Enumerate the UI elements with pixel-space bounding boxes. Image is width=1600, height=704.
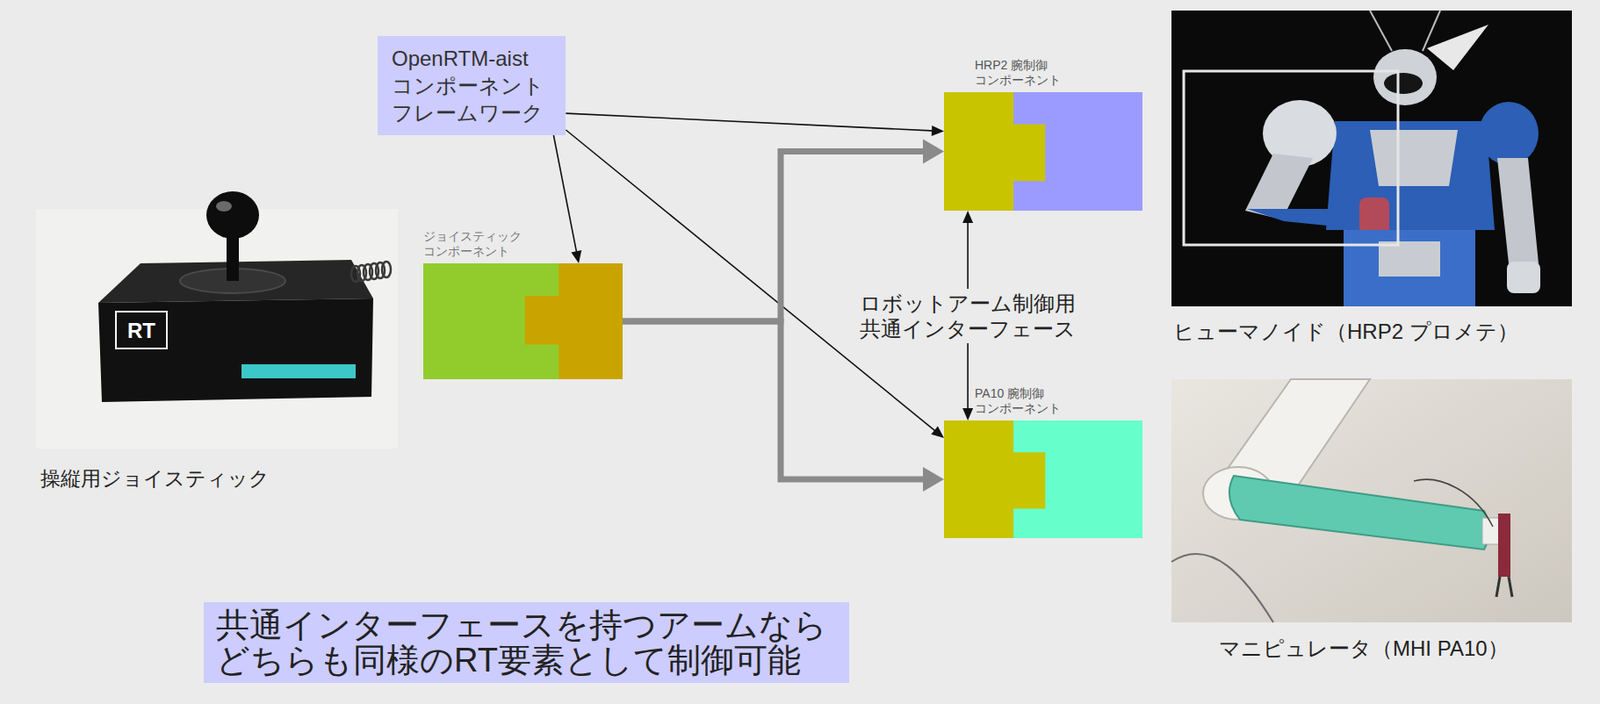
component-body bbox=[944, 420, 1143, 539]
callout-box: 共通インターフェースを持つアームなら どちらも同様のRT要素として制御可能 bbox=[203, 602, 850, 684]
robot-forearm bbox=[1246, 209, 1370, 231]
cable bbox=[1413, 479, 1493, 527]
arrowhead bbox=[570, 250, 582, 264]
rt-logo-frame bbox=[115, 311, 167, 349]
head-fin bbox=[1427, 24, 1489, 71]
robot-visor bbox=[1383, 72, 1423, 94]
gripper-finger bbox=[1508, 576, 1513, 598]
photo-ground bbox=[36, 209, 398, 449]
robot-chest bbox=[1369, 129, 1458, 187]
component-shape bbox=[944, 420, 1143, 539]
gripper bbox=[1498, 513, 1511, 577]
photo-ground bbox=[1171, 10, 1572, 307]
robot-belt bbox=[1378, 241, 1441, 277]
arrowhead bbox=[931, 125, 945, 137]
component-body bbox=[944, 92, 1143, 211]
node-text: 共通インターフェースを持つアームなら どちらも同様のRT要素として制御可能 bbox=[216, 607, 837, 678]
node-text: OpenRTM-aist コンポーネント フレームワーク bbox=[391, 44, 552, 127]
photo-ground bbox=[1171, 379, 1572, 623]
component-heading: ジョイスティック コンポーネント bbox=[423, 229, 527, 260]
joystick-front bbox=[98, 298, 374, 403]
photo-caption: ヒューマノイド（HRP2 プロメテ） bbox=[1173, 318, 1519, 345]
component-heading: PA10 腕制御 コンポーネント bbox=[974, 386, 1067, 417]
component-body bbox=[423, 263, 623, 380]
robot-hand bbox=[1506, 261, 1541, 294]
connector-line bbox=[553, 135, 577, 255]
component-port bbox=[944, 420, 1046, 539]
component-port bbox=[944, 92, 1046, 211]
arm-teal-link bbox=[1229, 475, 1490, 550]
robot-shoulder bbox=[1478, 101, 1539, 166]
humanoid-photo bbox=[1171, 10, 1572, 307]
framework-arrow bbox=[553, 135, 582, 264]
logo-text: RT bbox=[127, 317, 156, 344]
robot-head bbox=[1373, 49, 1437, 106]
cable bbox=[1171, 554, 1274, 623]
joystick-photo bbox=[36, 191, 398, 449]
arrowhead bbox=[922, 467, 945, 492]
coiled-cord bbox=[351, 261, 391, 282]
gripper-finger bbox=[1496, 576, 1500, 598]
device-sticker bbox=[241, 364, 356, 379]
robot-arm bbox=[1497, 158, 1539, 264]
component-shape bbox=[944, 92, 1143, 211]
component-block: PA10 腕制御 コンポーネント bbox=[944, 420, 1143, 539]
cable bbox=[1369, 10, 1392, 51]
component-port bbox=[525, 263, 623, 380]
highlight-frame bbox=[1183, 71, 1399, 246]
stick-ball bbox=[206, 191, 260, 239]
arrowhead bbox=[922, 139, 945, 165]
robot-hip bbox=[1343, 230, 1476, 307]
arrowhead bbox=[930, 426, 945, 439]
component-block: HRP2 腕制御 コンポーネント bbox=[944, 92, 1143, 211]
framework-arrow bbox=[565, 113, 945, 137]
component-heading: HRP2 腕制御 コンポーネント bbox=[974, 57, 1067, 88]
ball-highlight bbox=[216, 201, 232, 212]
component-shape bbox=[423, 263, 623, 380]
arrowhead bbox=[962, 408, 973, 421]
data-flow-arrow bbox=[622, 321, 945, 492]
arrowhead bbox=[962, 210, 973, 224]
photo-caption: マニピュレータ（MHI PA10） bbox=[1218, 635, 1509, 662]
component-block: ジョイスティック コンポーネント bbox=[423, 263, 623, 380]
photo-caption: 操縦用ジョイスティック bbox=[40, 466, 270, 491]
manipulator-photo bbox=[1171, 379, 1572, 623]
edge-label: ロボットアーム制御用 共通インターフェース bbox=[854, 288, 1082, 344]
connector-line bbox=[565, 113, 936, 131]
framework-box: OpenRTM-aist コンポーネント フレームワーク bbox=[377, 36, 566, 136]
cord-coil bbox=[381, 261, 391, 278]
connector-line bbox=[622, 321, 930, 480]
